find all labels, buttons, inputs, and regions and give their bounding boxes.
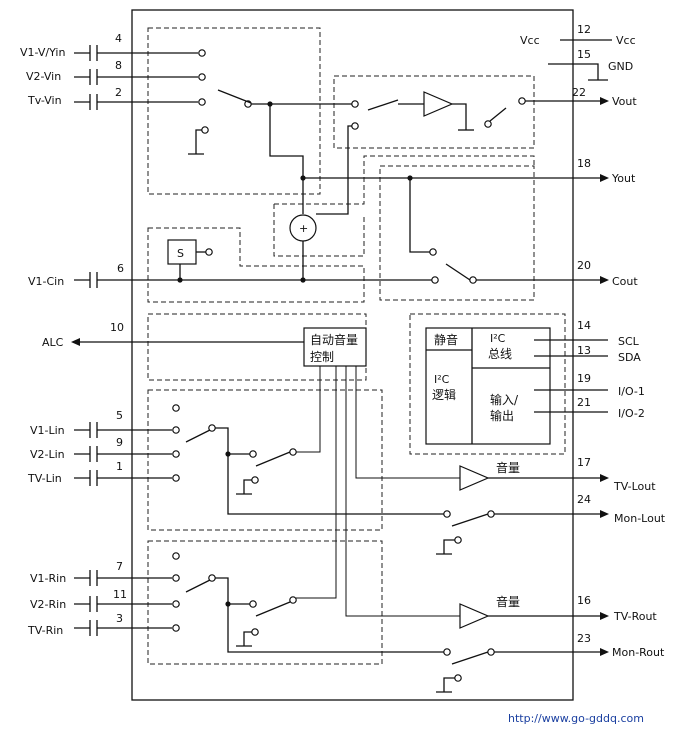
i2c-logic-head: I²C <box>434 373 450 386</box>
i2c-block <box>409 313 566 455</box>
pin-number-2: 2 <box>115 86 122 99</box>
pin-number-8: 8 <box>115 59 122 72</box>
pin-label-tv-lout: TV-Lout <box>613 480 656 493</box>
chroma-block <box>379 165 535 301</box>
left-volume-label: 音量 <box>496 460 520 475</box>
pin-label-v1-cin: V1-Cin <box>28 275 64 288</box>
pin-number-20: 20 <box>577 259 591 272</box>
pin-number-14: 14 <box>577 319 591 332</box>
pin-number-3: 3 <box>116 612 123 625</box>
io-label-1: 输入/ <box>490 392 519 407</box>
pin-number-5: 5 <box>116 409 123 422</box>
sync-box-label: S <box>177 247 184 260</box>
luma-adder: 18 Yout + <box>289 157 636 283</box>
pin-number-12: 12 <box>577 23 591 36</box>
pin-label-mon-lout: Mon-Lout <box>614 512 666 525</box>
pin-label-yout: Yout <box>611 172 636 185</box>
chroma-path: V1-Cin 6 S 20 Cout <box>28 178 638 288</box>
right-volume-amp-icon <box>459 603 490 629</box>
i2c-section: 静音 I²C 总线 I²C 逻辑 输入/ 输出 14 SCL 13 SDA 19… <box>425 319 645 445</box>
auto-volume-label-1: 自动音量 <box>310 332 358 347</box>
video-inputs: V1-V/Yin V2-Vin Tv-Vin 4 8 2 <box>20 32 352 178</box>
left-volume-amp-icon <box>459 465 490 491</box>
pin-label-vcc-right: Vcc <box>616 34 636 47</box>
right-audio-section: V1-Rin V2-Rin TV-Rin 7 11 3 音量 16 TV-Rou… <box>27 552 665 693</box>
auto-volume-label-2: 控制 <box>310 350 334 364</box>
pin-number-19: 19 <box>577 372 591 385</box>
pin-label-tv-vin: Tv-Vin <box>27 94 62 107</box>
pin-label-scl: SCL <box>618 335 640 348</box>
pin-label-v2-rin: V2-Rin <box>30 598 66 611</box>
pin-number-23: 23 <box>577 632 591 645</box>
chip-outline <box>131 9 574 701</box>
pin-label-gnd: GND <box>608 60 633 73</box>
pin-number-10: 10 <box>110 321 124 334</box>
pin-number-4: 4 <box>115 32 122 45</box>
pin-number-24: 24 <box>577 493 591 506</box>
pin-number-16: 16 <box>577 594 591 607</box>
pin-label-v1-lin: V1-Lin <box>30 424 65 437</box>
auto-volume-control-box <box>303 327 367 367</box>
pin-label-v2-vin: V2-Vin <box>26 70 61 83</box>
power-pins: Vcc 12 Vcc 15 GND <box>520 23 636 81</box>
pin-label-io2: I/O-2 <box>618 407 645 420</box>
adder-block-outline <box>273 155 535 257</box>
dashed-blocks <box>147 27 566 665</box>
pin-label-tv-rin: TV-Rin <box>27 624 63 637</box>
alc-section: 10 ALC 自动音量 控制 <box>42 321 460 617</box>
adder-symbol: + <box>299 222 308 235</box>
pin-number-18: 18 <box>577 157 591 170</box>
pin-label-tv-rout: TV-Rout <box>613 610 657 623</box>
pin-label-mon-rout: Mon-Rout <box>612 646 665 659</box>
pin-label-v1-vyin: V1-V/Yin <box>20 46 65 59</box>
pin-label-v1-rin: V1-Rin <box>30 572 66 585</box>
pin-label-vout: Vout <box>612 95 637 108</box>
pin-number-7: 7 <box>116 560 123 573</box>
right-audio-block <box>147 540 383 665</box>
watermark-url: http://www.go-gddq.com <box>508 712 644 725</box>
pin-label-sda: SDA <box>618 351 641 364</box>
pin-number-21: 21 <box>577 396 591 409</box>
mute-label: 静音 <box>434 332 458 347</box>
pin-number-9: 9 <box>116 436 123 449</box>
i2c-logic-label: 逻辑 <box>432 388 456 402</box>
i2c-bus-head: I²C <box>490 332 506 345</box>
i2c-bus-label: 总线 <box>488 347 512 361</box>
video-output-path: 22 Vout <box>316 86 637 215</box>
pin-label-tv-lin: TV-Lin <box>27 472 62 485</box>
video-amplifier-icon <box>423 91 454 117</box>
pin-label-cout: Cout <box>612 275 638 288</box>
pin-number-17: 17 <box>577 456 591 469</box>
io-label-2: 输出 <box>490 408 514 423</box>
chroma-input-block <box>147 227 365 303</box>
pin-number-15: 15 <box>577 48 591 61</box>
pin-label-vcc-left: Vcc <box>520 34 540 47</box>
pin-number-13: 13 <box>577 344 591 357</box>
pin-label-alc: ALC <box>42 336 64 349</box>
pin-number-22: 22 <box>572 86 586 99</box>
left-audio-block <box>147 389 383 531</box>
right-volume-label: 音量 <box>496 594 520 609</box>
left-audio-section: V1-Lin V2-Lin TV-Lin 5 9 1 音量 17 TV-Lout <box>27 404 666 555</box>
pin-number-11: 11 <box>113 588 127 601</box>
pin-number-1: 1 <box>116 460 123 473</box>
pin-label-v2-lin: V2-Lin <box>30 448 65 461</box>
video-output-block <box>333 75 535 149</box>
video-input-selector-block <box>147 27 321 195</box>
pin-number-6: 6 <box>117 262 124 275</box>
pin-label-io1: I/O-1 <box>618 385 645 398</box>
